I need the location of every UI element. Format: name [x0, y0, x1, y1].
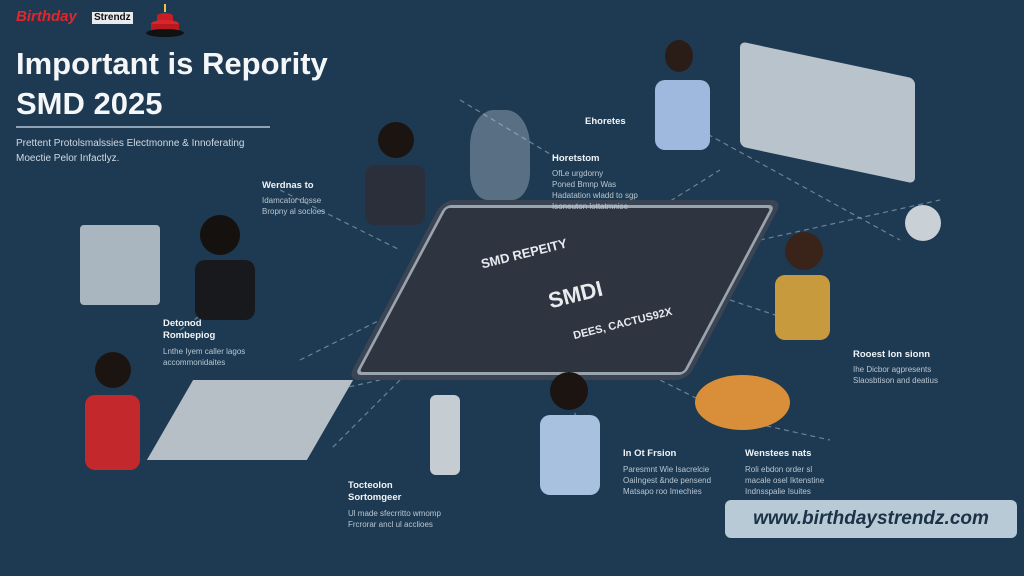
logo-birthday-text: Birthday — [16, 8, 77, 25]
desc-detonod: Lnthe Iyem caller lagos accommonidaites — [163, 347, 246, 367]
desc-rooest: Ihe Dicbor agpresents Slaosbtison and de… — [853, 365, 938, 385]
person-glasses — [200, 215, 240, 255]
cake-logo-icon — [146, 4, 184, 37]
label-wenstees: Wenstees nats — [745, 448, 812, 459]
subtitle-line-2: Moectie Pelor Infactlyz. — [16, 153, 120, 164]
label-detonod: Detonod Rombepiog — [163, 318, 216, 341]
title-line-1: Important is Repority — [16, 46, 328, 81]
person-desk — [378, 122, 414, 158]
gear-icon — [695, 375, 790, 430]
person-laptop — [550, 372, 588, 410]
coil-icon — [905, 205, 941, 241]
desc-in-ot-frsion: Paresmnt Wie Isacrelcie OaiIngest &nde p… — [623, 465, 712, 496]
website-url-banner[interactable]: www.birthdaystrendz.com — [725, 500, 1017, 538]
logo-strendz-text: Strendz — [92, 12, 133, 24]
label-in-ot-frsion: In Ot Frsion — [623, 448, 677, 459]
label-werdnas: Werdnas to — [262, 180, 314, 191]
server-machine — [80, 225, 160, 305]
label-rooest: Rooest Ion sionn — [853, 349, 931, 360]
title-divider — [16, 126, 270, 128]
label-tocteolon: Tocteolon Sortomgeer — [348, 480, 402, 503]
person-laptop-body — [540, 415, 600, 495]
desc-werdnas: Idamcator dosse Bropny al socloes — [262, 196, 326, 216]
page-title: Important is Repority SMD 2025 — [16, 44, 328, 124]
person-glasses-body — [195, 260, 255, 320]
person-engineer-top — [665, 40, 693, 72]
desc-wenstees: Roli ebdon order sl macale osel Iktensti… — [745, 465, 825, 496]
person-vest — [785, 232, 823, 270]
person-red-jacket-body — [85, 395, 140, 470]
person-vest-body — [775, 275, 830, 340]
subtitle-line-1: Prettent Protolsmalssies Electmonne & In… — [16, 138, 245, 149]
person-red-jacket — [95, 352, 131, 388]
robotic-arm — [390, 355, 500, 475]
person-engineer-top-body — [655, 80, 710, 150]
robot-arm-dome — [470, 110, 530, 200]
subtitle: Prettent Protolsmalssies Electmonne & In… — [16, 136, 276, 166]
title-line-2: SMD 2025 — [16, 86, 163, 121]
label-horetstom: Horetstom — [552, 153, 600, 164]
person-desk-body — [365, 165, 425, 225]
label-ehoretes: Ehoretes — [585, 116, 626, 127]
desc-tocteolon: Ul made sfecrritto wmomp Frcrorar ancl u… — [348, 509, 441, 529]
desc-horetstom: OfLe urgdorny Poned Bmnp Was Hadatation … — [552, 169, 638, 211]
